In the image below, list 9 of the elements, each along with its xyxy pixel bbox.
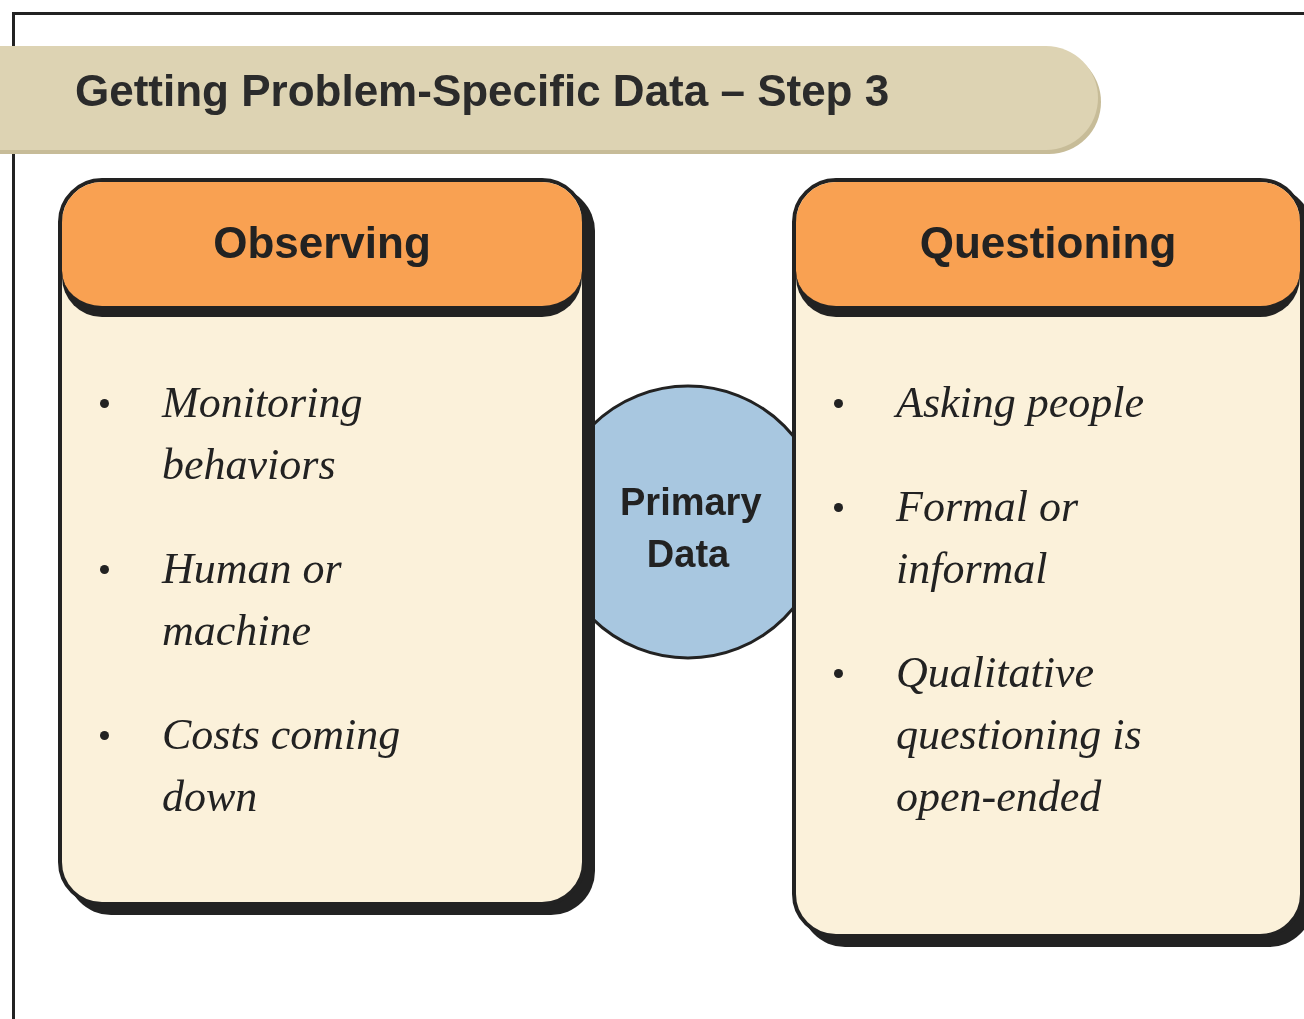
bullet-text: Formal or informal: [896, 482, 1079, 593]
card-heading: Observing: [212, 218, 432, 268]
title: Getting Problem-Specific Data – Step 3: [75, 66, 890, 116]
bullet-text: Monitoring behaviors: [162, 378, 363, 489]
bullet-text: Costs coming down: [162, 710, 401, 821]
circle-label: Primary Data: [619, 480, 763, 577]
bullet-text: Human or machine: [162, 544, 342, 655]
bullet-text: Qualitative questioning is open-ended: [896, 648, 1142, 821]
card-heading: Questioning: [918, 218, 1178, 268]
